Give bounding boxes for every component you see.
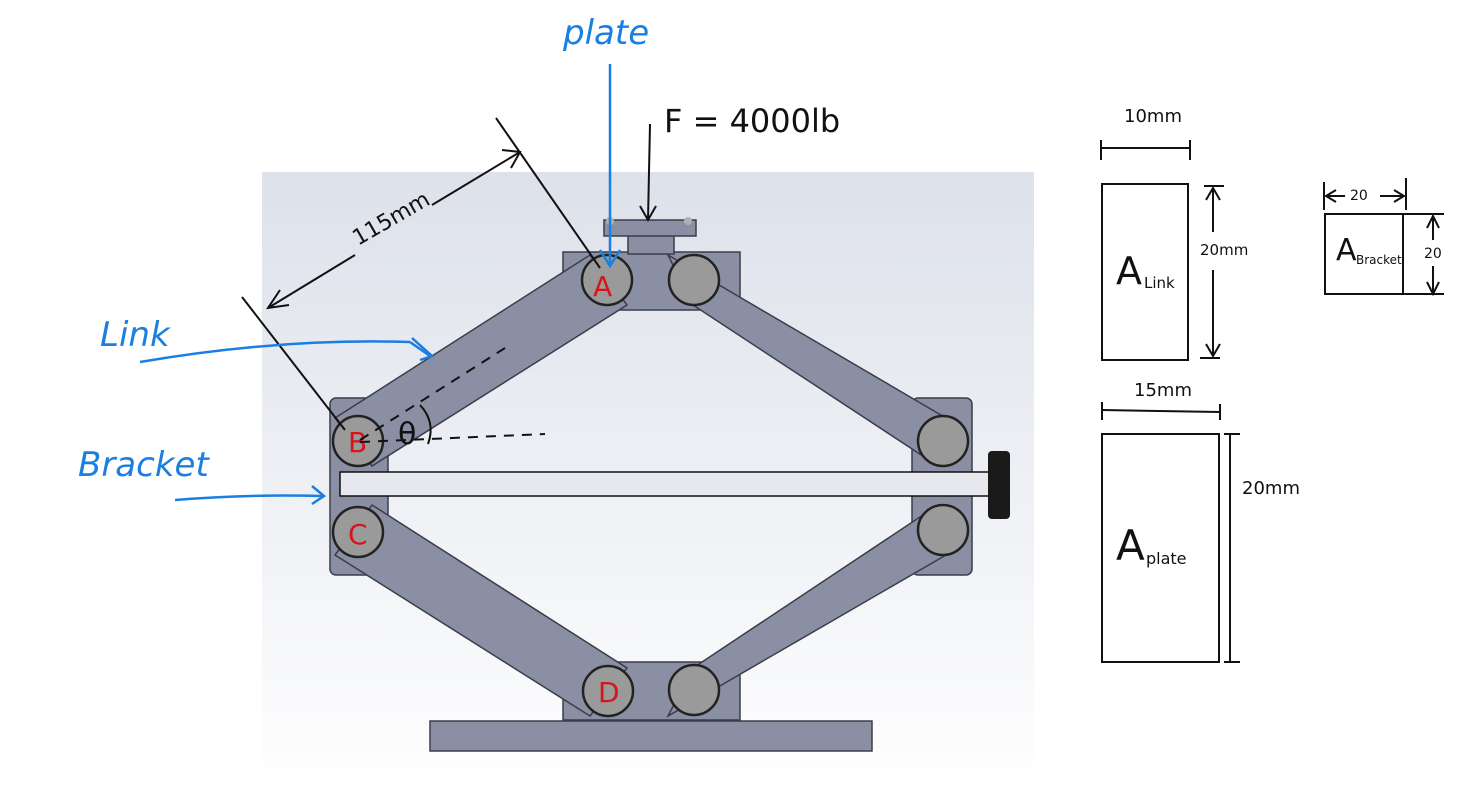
link-arrow bbox=[139, 337, 435, 364]
pin-right-lower bbox=[916, 503, 970, 557]
bracket-section-width: 20 bbox=[1350, 188, 1368, 204]
plate-section-width: 15mm bbox=[1134, 380, 1192, 401]
link-section-height: 20mm bbox=[1200, 241, 1248, 259]
link-label: Link bbox=[100, 315, 171, 355]
plate-section-label-main: A bbox=[1116, 521, 1145, 570]
angle-theta: θ bbox=[398, 417, 416, 452]
cross-section-link: 10mm 20mm A Link bbox=[1100, 106, 1248, 361]
link-section-label-main: A bbox=[1116, 249, 1142, 293]
plate-arrow bbox=[598, 64, 622, 269]
pin-label-d: D bbox=[598, 676, 620, 709]
pin-top-right bbox=[667, 253, 721, 307]
pin-label-b: B bbox=[348, 426, 367, 459]
plate-label: plate bbox=[562, 13, 649, 53]
pin-c bbox=[331, 505, 385, 559]
cross-section-bracket: 20 20 A Bracket bbox=[1323, 178, 1444, 297]
force-arrow bbox=[639, 123, 657, 223]
pin-label-c: C bbox=[348, 518, 368, 551]
pin-d bbox=[581, 664, 635, 718]
force-label: F = 4000lb bbox=[664, 102, 840, 140]
pins bbox=[331, 253, 970, 718]
pin-label-a: A bbox=[593, 270, 612, 303]
link-section-label-sub: Link bbox=[1144, 274, 1175, 292]
link-length-dimension bbox=[241, 117, 601, 431]
bracket-section-height: 20 bbox=[1424, 246, 1442, 262]
angle-annotation bbox=[359, 347, 546, 445]
bracket-section-label-sub: Bracket bbox=[1356, 253, 1402, 267]
pin-right-upper bbox=[916, 414, 970, 468]
lead-screw bbox=[339, 451, 1010, 519]
plate-section-label-sub: plate bbox=[1146, 549, 1187, 568]
link-section-width: 10mm bbox=[1124, 106, 1182, 127]
cross-section-plate: 15mm 20mm A plate bbox=[1101, 380, 1300, 663]
pin-a bbox=[580, 253, 634, 307]
bracket-label: Bracket bbox=[78, 445, 210, 485]
bracket-arrow bbox=[174, 485, 327, 506]
plate-section-height: 20mm bbox=[1242, 478, 1300, 499]
pin-bottom-right bbox=[667, 663, 721, 717]
bracket-section-label-main: A bbox=[1336, 233, 1357, 268]
